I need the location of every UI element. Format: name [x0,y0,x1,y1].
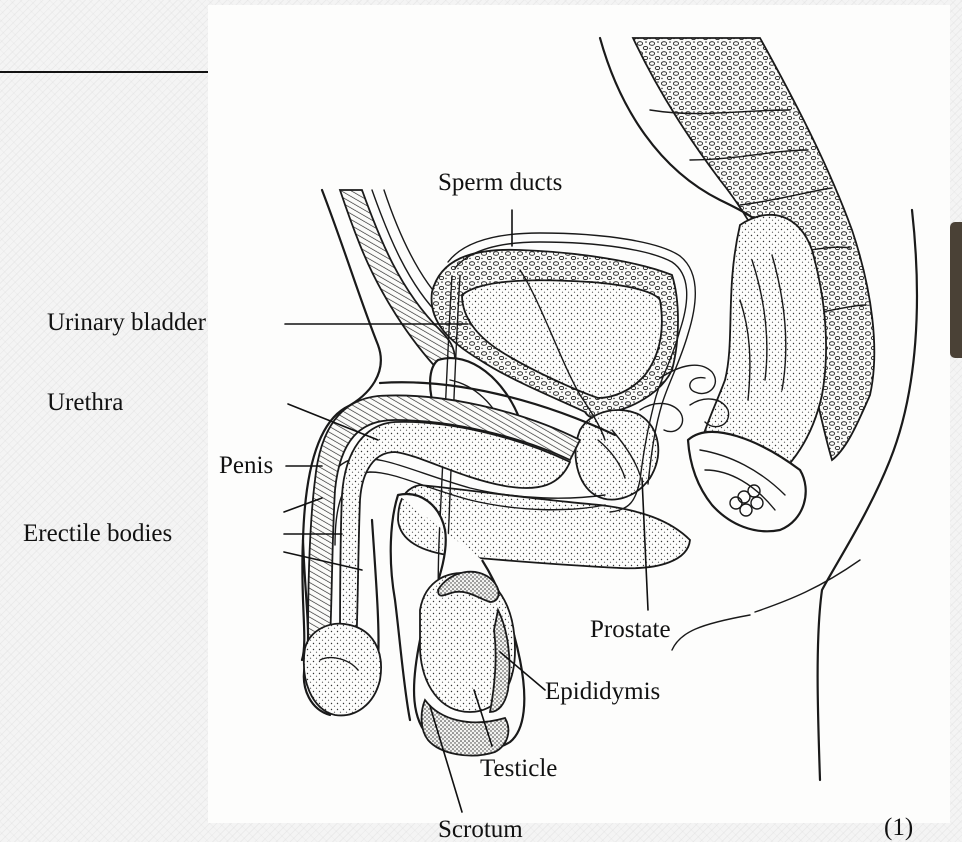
label-epididymis: Epididymis [545,678,660,705]
label-urethra: Urethra [47,389,123,416]
label-urinary-bladder: Urinary bladder [47,309,207,336]
glans [304,624,381,716]
figure-number: (1) [884,814,913,841]
label-sperm-ducts: Sperm ducts [438,169,562,196]
label-scrotum: Scrotum [438,816,523,842]
label-penis: Penis [219,452,273,479]
label-erectile-bodies: Erectile bodies [23,520,172,547]
label-prostate: Prostate [590,616,671,643]
label-testicle: Testicle [480,755,557,782]
